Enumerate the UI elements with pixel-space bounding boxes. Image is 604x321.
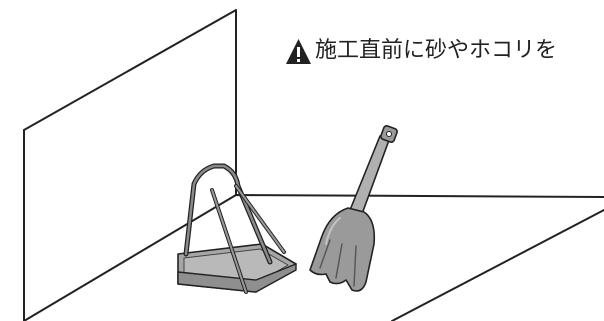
floor-front-edge <box>391 209 604 321</box>
broom-head <box>309 207 376 292</box>
warning-caption: 施工直前に砂やホコリを <box>285 37 557 65</box>
dustpan-tray-front <box>177 263 297 293</box>
back-wall-outline <box>23 9 237 196</box>
dustpan-handle-frame-inner <box>184 164 272 264</box>
broom-bristle-lines <box>319 239 357 287</box>
hand-broom <box>309 125 398 292</box>
broom-handle <box>349 131 393 215</box>
warning-text: 施工直前に砂やホコリを <box>315 38 558 63</box>
warning-triangle-icon <box>286 38 311 64</box>
dustpan-handle-second-inner <box>211 185 285 293</box>
dustpan <box>177 163 297 294</box>
wall-floor-seam <box>23 194 604 321</box>
broom-head-highlight <box>325 217 341 245</box>
room-lines <box>23 9 604 321</box>
broom-hang-hole <box>386 131 392 137</box>
